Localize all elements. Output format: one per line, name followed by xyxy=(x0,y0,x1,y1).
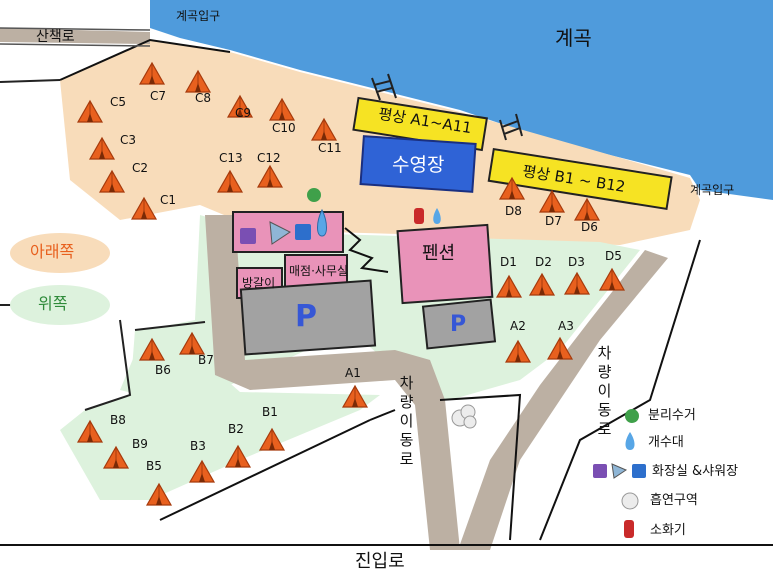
bungalow-label: 방갈이 xyxy=(242,276,276,290)
pool xyxy=(359,135,477,193)
site-label-c1: C1 xyxy=(160,193,177,207)
legend-recycle-label: 분리수거 xyxy=(648,408,696,423)
site-label-c2: C2 xyxy=(132,161,149,175)
site-label-b2: B2 xyxy=(228,422,244,436)
site-label-c11: C11 xyxy=(318,141,342,155)
road-main xyxy=(0,545,773,580)
zone-upper-label: 위쪽 xyxy=(38,294,68,313)
site-label-d5: D5 xyxy=(605,249,622,263)
ladder-b xyxy=(499,113,523,141)
road-main-label: 진입로 xyxy=(355,551,405,572)
water-label: 계곡 xyxy=(555,26,592,50)
site-label-c3: C3 xyxy=(120,133,137,147)
legend-extinguisher-icon xyxy=(624,520,634,538)
recycle-icon-map xyxy=(307,188,321,202)
valley-entrance-top: 계곡입구 xyxy=(176,9,221,23)
parking-main xyxy=(239,279,377,356)
restroom-icons xyxy=(240,208,327,245)
valley-water xyxy=(150,0,773,200)
site-label-b9: B9 xyxy=(132,437,148,451)
site-label-b5: B5 xyxy=(146,459,162,473)
road-trail xyxy=(0,28,150,44)
parking-small xyxy=(421,298,497,350)
site-label-a2: A2 xyxy=(510,319,526,333)
site-label-d3: D3 xyxy=(568,255,585,269)
pool-label: 수영장 xyxy=(392,154,445,176)
lower-zone-swatch xyxy=(10,233,110,273)
legend-recycle-icon xyxy=(625,409,639,423)
pension-label: 펜션 xyxy=(422,243,456,264)
legend-smoking-label: 흡연구역 xyxy=(650,493,698,508)
zone-lower-label: 아래쪽 xyxy=(30,242,75,261)
road-right-label: 차량이동로 xyxy=(595,345,613,440)
legend-extinguisher-label: 소화기 xyxy=(650,523,686,538)
ladder-a xyxy=(371,73,397,101)
parking-small-label: P xyxy=(450,312,467,337)
store-office-label: 매점·사무실 xyxy=(289,264,349,278)
site-label-d6: D6 xyxy=(581,220,598,234)
road-right xyxy=(458,250,668,550)
site-label-b1: B1 xyxy=(262,405,278,419)
site-label-c13: C13 xyxy=(219,151,243,165)
parking-main-label: P xyxy=(295,299,317,334)
site-label-d7: D7 xyxy=(545,214,562,228)
site-label-b3: B3 xyxy=(190,439,206,453)
valley-entrance-right: 계곡입구 xyxy=(690,183,735,197)
legend-water-label: 개수대 xyxy=(648,435,684,450)
smoking-area-icon xyxy=(451,404,477,429)
site-label-b6: B6 xyxy=(155,363,171,377)
site-label-a1: A1 xyxy=(345,366,361,380)
upper-zone-swatch xyxy=(10,285,110,325)
site-label-d1: D1 xyxy=(500,255,517,269)
water-icon-map xyxy=(433,208,441,224)
site-label-d8: D8 xyxy=(505,204,522,218)
pension-building xyxy=(396,223,494,305)
site-label-c7: C7 xyxy=(150,89,167,103)
site-label-c5: C5 xyxy=(110,95,127,109)
site-label-c10: C10 xyxy=(272,121,296,135)
b-area xyxy=(60,322,380,500)
road-center xyxy=(205,215,460,550)
site-label-c12: C12 xyxy=(257,151,281,165)
road-center-label: 차량이동로 xyxy=(397,375,415,470)
deck-b xyxy=(487,147,673,211)
legend-restroom-icon xyxy=(593,463,646,479)
legend-restroom-label: 화장실 &샤워장 xyxy=(652,464,739,479)
extinguisher-icon-map xyxy=(414,208,424,224)
site-label-c9: C9 xyxy=(235,106,252,120)
trail-label: 산책로 xyxy=(36,29,75,45)
site-label-c8: C8 xyxy=(195,91,212,105)
legend-water-icon xyxy=(625,432,635,450)
site-label-a3: A3 xyxy=(558,319,574,333)
site-label-d2: D2 xyxy=(535,255,552,269)
legend-smoking-icon xyxy=(621,492,639,510)
site-label-b8: B8 xyxy=(110,413,126,427)
site-label-b7: B7 xyxy=(198,353,214,367)
